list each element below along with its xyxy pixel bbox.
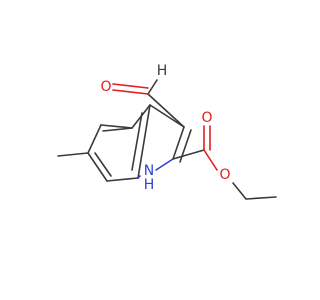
bond-o-ethyl	[232, 182, 247, 200]
bond-c6-c7	[87, 152, 108, 182]
bond-cho-h	[147, 79, 158, 95]
bond-n-c7a	[137, 175, 141, 179]
bond-c5-c6	[87, 124, 102, 154]
bond-c7a-c3a	[137, 104, 151, 179]
aldehyde-oxygen-label: O	[100, 79, 111, 95]
bond-cho-o	[112, 89, 149, 95]
ester-carbonyl-oxygen-label: O	[201, 110, 212, 126]
bond-c3-c2	[172, 126, 185, 160]
bond-cho-o-double	[112, 83, 149, 89]
bond-c7-c7a	[106, 177, 139, 182]
ring-nitrogen-label: N	[144, 163, 154, 179]
bond-c2-ester	[172, 149, 205, 160]
ring-nh-hydrogen-label: H	[144, 177, 155, 193]
bond-c7a-c3a-inner	[131, 112, 143, 171]
molecule-structure-diagram: O H O O N H	[57, 63, 277, 200]
bond-c3-cho	[147, 93, 185, 128]
bond-methyl	[57, 152, 89, 157]
bond-ester-o	[203, 149, 218, 171]
bond-c4-c5-inner	[102, 127, 133, 132]
bond-c6-c7-inner	[94, 152, 112, 177]
aldehyde-hydrogen-label: H	[157, 63, 168, 79]
bond-c2-n	[155, 158, 174, 171]
benzene-ring	[87, 104, 151, 182]
bond-c3a-c3	[149, 104, 185, 128]
ester-ether-oxygen-label: O	[219, 167, 230, 183]
bond-ethyl	[245, 196, 277, 200]
bond-c4-c5	[100, 124, 133, 129]
